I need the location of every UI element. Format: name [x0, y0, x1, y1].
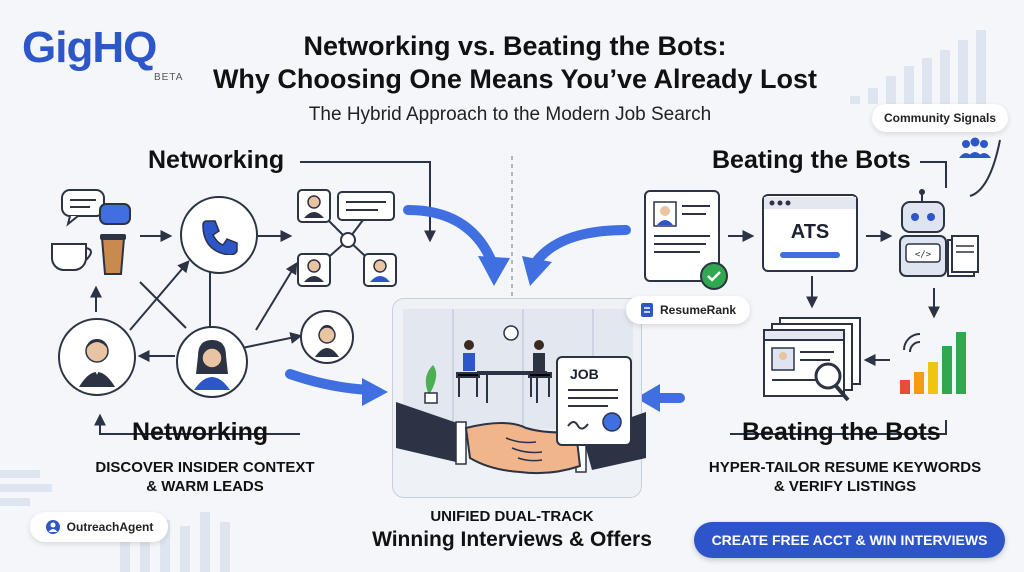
job-card: JOB: [556, 356, 632, 446]
person-icon: [79, 339, 115, 387]
check-badge: [700, 262, 728, 290]
job-card-lines: [567, 389, 622, 432]
brand-logo[interactable]: GigHQ BETA: [22, 22, 192, 92]
check-icon: [707, 271, 721, 282]
phone-icon: [202, 220, 238, 255]
unified-caption-1: UNIFIED DUAL-TRACK: [430, 508, 594, 525]
networking-caption-line-2: & WARM LEADS: [146, 478, 264, 495]
network-graph-icon: [297, 189, 397, 287]
svg-text:</>: </>: [915, 250, 932, 260]
logo-text: GigHQ: [22, 23, 157, 72]
phone-node: [180, 196, 258, 274]
job-card-label: JOB: [570, 366, 599, 382]
networking-caption-line-1: DISCOVER INSIDER CONTEXT: [95, 459, 315, 476]
agent-icon: [45, 520, 60, 534]
beta-badge: BETA: [154, 72, 184, 83]
networking-caption: DISCOVER INSIDER CONTEXT & WARM LEADS: [60, 458, 350, 496]
window-bar: [764, 197, 856, 209]
man-avatar-node: [58, 318, 136, 396]
bots-heading-bottom: Beating the Bots: [742, 418, 941, 446]
community-signals-label: Community Signals: [883, 111, 996, 125]
resume-rank-label: ResumeRank: [659, 303, 737, 317]
create-account-button[interactable]: CREATE FREE ACCT & WIN INTERVIEWS: [694, 522, 1005, 558]
networking-heading-top: Networking: [148, 146, 285, 174]
resume-rank-pill[interactable]: ResumeRank: [626, 296, 750, 324]
outreach-agent-pill[interactable]: OutreachAgent: [30, 512, 168, 542]
signal-bars-icon: [900, 332, 966, 394]
chat-icon: [51, 189, 131, 275]
title-line-2: Why Choosing One Means You’ve Already Lo…: [212, 64, 818, 94]
bots-caption-line-2: & VERIFY LISTINGS: [773, 478, 917, 495]
small-avatar-node: [300, 310, 354, 364]
networking-heading-bottom: Networking: [132, 418, 269, 446]
bots-caption-line-1: HYPER-TAILOR RESUME KEYWORDS: [708, 459, 982, 476]
document-icon: [640, 303, 653, 317]
outreach-agent-label: OutreachAgent: [66, 520, 154, 534]
person-icon: [194, 340, 230, 390]
bots-heading-top: Beating the Bots: [712, 146, 911, 174]
community-signals-pill[interactable]: Community Signals: [872, 104, 1008, 132]
ats-window: ATS: [762, 194, 858, 272]
resume-scan-icon: [763, 317, 861, 402]
unified-caption-2: Winning Interviews & Offers: [372, 528, 652, 551]
resume-icon: [653, 201, 710, 253]
chat-coffee-cluster: [46, 188, 138, 278]
woman-avatar-node: [176, 326, 248, 398]
community-icon: [959, 137, 991, 158]
network-graph-node: [296, 186, 400, 290]
page-subtitle: The Hybrid Approach to the Modern Job Se…: [308, 104, 712, 125]
title-line-1: Networking vs. Beating the Bots:: [303, 31, 727, 61]
page-title: Networking vs. Beating the Bots: Why Cho…: [170, 30, 860, 96]
bots-caption: HYPER-TAILOR RESUME KEYWORDS & VERIFY LI…: [680, 458, 1010, 496]
ats-label: ATS: [790, 221, 830, 243]
person-icon: [315, 325, 339, 357]
ats-bar: [780, 252, 840, 258]
robot-icon: </>: [899, 189, 979, 277]
